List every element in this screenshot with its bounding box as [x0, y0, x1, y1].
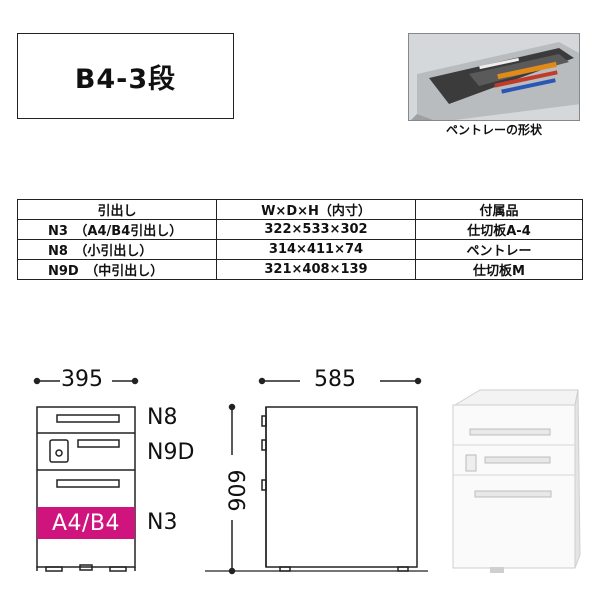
- cell-drawer: N3 （A4/B4引出し）: [17, 219, 217, 240]
- cell-dims: 322×533×302: [216, 219, 416, 240]
- height-label: 606: [222, 469, 248, 512]
- size-badge: A4/B4: [37, 507, 135, 539]
- side-view-cabinet: [261, 406, 418, 572]
- product-title: B4-3段: [74, 63, 177, 95]
- header-dimensions: W×D×H（内寸）: [216, 199, 416, 220]
- table-row: N3 （A4/B4引出し） 322×533×302 仕切板A-4: [17, 219, 583, 240]
- pen-tray-photo: [408, 33, 580, 121]
- height-dimension-line: [205, 403, 428, 575]
- width-dimension-line: [33, 377, 139, 385]
- front-view-cabinet: [36, 406, 136, 572]
- drawer-label-n9d: N9D: [147, 440, 195, 465]
- width-label: 395: [61, 367, 103, 392]
- cell-dims: 321×408×139: [216, 259, 416, 280]
- cabinet-product-image: [452, 389, 581, 573]
- depth-label: 585: [314, 367, 356, 392]
- depth-dimension-line: [258, 377, 422, 385]
- photo-caption: ペントレーの形状: [445, 123, 542, 137]
- pen-tray-illustration: [409, 34, 579, 120]
- drawer-label-n8: N8: [147, 405, 178, 430]
- table-row: N9D （中引出し） 321×408×139 仕切板M: [17, 259, 583, 280]
- spec-table: 引出し W×D×H（内寸） 付属品 N3 （A4/B4引出し） 322×533×…: [17, 199, 583, 280]
- cell-drawer: N9D （中引出し）: [17, 259, 217, 280]
- drawer-label-n3: N3: [147, 510, 178, 535]
- product-title-box: B4-3段: [17, 33, 234, 119]
- cell-accessory: 仕切板M: [415, 259, 583, 280]
